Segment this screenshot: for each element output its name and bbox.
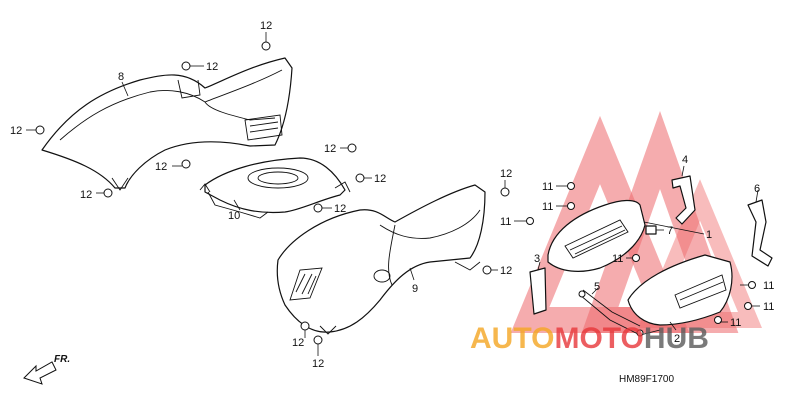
watermark-part-moto: MOTO xyxy=(554,322,643,355)
callout-9: 9 xyxy=(412,283,418,295)
bolts xyxy=(35,41,756,345)
callout-12: 12 xyxy=(292,337,304,349)
part-6-bracket xyxy=(747,199,773,267)
callout-11: 11 xyxy=(763,280,774,292)
watermark-text: AUTOMOTOHUB xyxy=(470,322,709,355)
part-3-bracket xyxy=(529,267,547,315)
callout-1: 1 xyxy=(706,229,712,241)
callout-12: 12 xyxy=(500,265,512,277)
callout-12: 12 xyxy=(312,358,324,370)
callout-5: 5 xyxy=(594,281,600,293)
callout-4: 4 xyxy=(682,154,688,166)
watermark-part-auto: AUTO xyxy=(470,322,554,355)
callout-12: 12 xyxy=(500,168,512,180)
callout-12: 12 xyxy=(155,161,167,173)
callout-11: 11 xyxy=(730,317,741,329)
callout-8: 8 xyxy=(118,71,124,83)
callout-12: 12 xyxy=(374,173,386,185)
callout-12: 12 xyxy=(334,203,346,215)
direction-label: FR. xyxy=(54,354,70,365)
callout-labels: 8 12 12 12 12 12 12 12 12 12 12 12 12 10… xyxy=(10,20,774,370)
callout-6: 6 xyxy=(754,183,760,195)
callout-11: 11 xyxy=(500,216,511,228)
callout-7: 7 xyxy=(667,225,673,237)
callout-12: 12 xyxy=(80,189,92,201)
callout-3: 3 xyxy=(534,253,540,265)
callout-12: 12 xyxy=(260,20,272,32)
part-7-clip xyxy=(645,225,657,235)
callout-11: 11 xyxy=(542,181,553,193)
callout-2: 2 xyxy=(674,333,680,345)
svg-text:AUTOMOTOHUB: AUTOMOTOHUB xyxy=(470,322,709,355)
callout-11: 11 xyxy=(763,301,774,313)
front-direction-arrow: FR. xyxy=(23,354,70,385)
part-9-front-cover xyxy=(276,184,486,335)
watermark-part-hub: HUB xyxy=(644,322,709,355)
part-10-center-cover xyxy=(199,157,351,219)
callout-12: 12 xyxy=(324,143,336,155)
callout-12: 12 xyxy=(10,125,22,137)
callout-11: 11 xyxy=(542,201,553,213)
part-1-inner-panel xyxy=(547,199,646,272)
part-8-side-cover xyxy=(41,57,293,191)
diagram-code: HM89F1700 xyxy=(619,374,674,385)
leader-lines xyxy=(26,32,760,356)
part-5-stay xyxy=(578,289,661,337)
callout-10: 10 xyxy=(228,210,240,222)
part-4-bracket xyxy=(671,175,696,225)
callout-11: 11 xyxy=(612,253,623,265)
part-2-lower-panel xyxy=(627,254,733,326)
callout-12: 12 xyxy=(206,61,218,73)
